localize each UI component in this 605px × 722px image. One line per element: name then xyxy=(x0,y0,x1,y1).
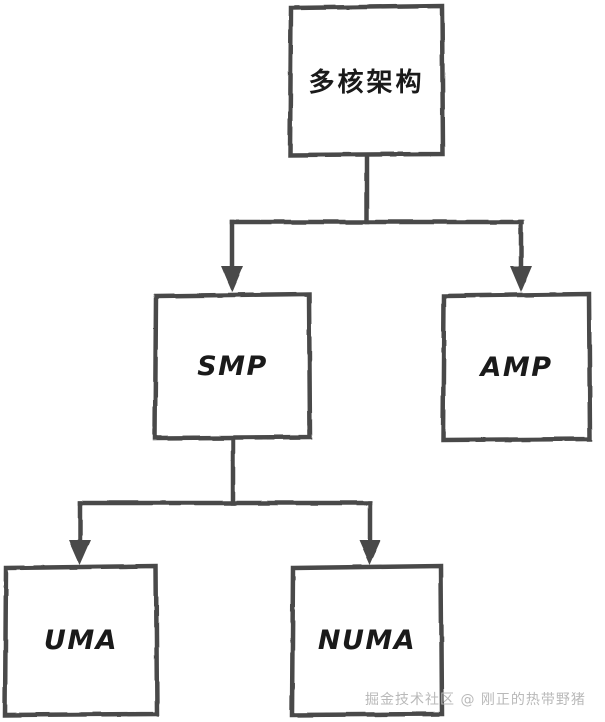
node-box-numa xyxy=(289,563,445,718)
node-box-smp xyxy=(152,291,313,441)
node-box-amp xyxy=(440,291,593,443)
arrowhead-to-smp xyxy=(221,266,243,292)
arrowhead-to-amp xyxy=(510,266,532,292)
arrowhead-to-numa xyxy=(359,540,381,565)
node-box-root xyxy=(287,3,446,158)
watermark-text: 掘金技术社区 @ 刚正的热带野猪 xyxy=(365,692,586,708)
node-box-uma xyxy=(2,563,160,718)
arrowhead-to-uma xyxy=(69,540,91,565)
